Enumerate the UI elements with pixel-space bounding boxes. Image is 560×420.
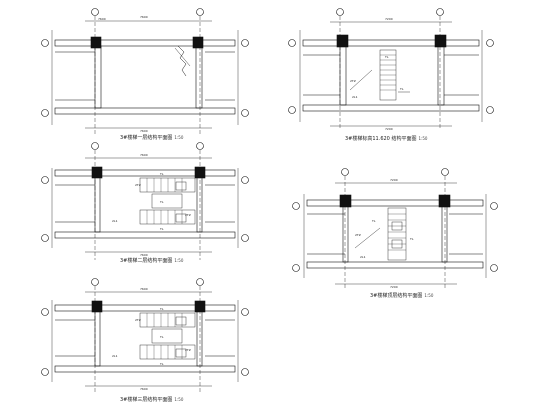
beam-label: TL [159,335,164,339]
dim-label: 7200 [390,285,398,289]
axis-bubble [341,168,349,176]
dim-label: 7600 [140,387,148,391]
axis-bubble [241,234,249,242]
axis-bubble [41,368,49,376]
axis-bubble [490,264,498,272]
plan-4 [292,168,498,290]
caption-text: 3#楼梯标高11.620 结构平面图 [345,136,417,142]
plan-2 [288,8,494,130]
axis-bubble [490,202,498,210]
dim-label: 7600 [140,15,148,19]
axis-bubble [91,278,99,286]
beam-label: 2L1 [360,255,366,259]
beam-label: TL [384,55,389,59]
beam-label: 2L1 [352,95,358,99]
axis-bubble [41,234,49,242]
axis-bubble [41,308,49,316]
axis-bubble [41,39,49,47]
axis-bubble [241,368,249,376]
axis-bubble [196,278,204,286]
axis-bubble [91,8,99,16]
axis-bubble [292,264,300,272]
axis-bubble [196,8,204,16]
plan-3 [41,142,249,260]
dim-label: 7200 [385,17,393,21]
dim-label: 7600 [98,17,106,21]
axis-bubble [241,39,249,47]
dim-label: 7600 [140,253,148,257]
beam-label: 2L1 [112,354,118,358]
axis-bubble [486,106,494,114]
caption-text: 3#楼梯三层结构平面图 [120,397,173,403]
beam-label: TL [371,219,376,223]
axis-bubble [41,176,49,184]
caption-scale: 1:50 [424,293,434,298]
beam-label: 2TZ [135,183,141,187]
axis-bubble [41,109,49,117]
beam-label: TL [159,227,164,231]
axis-bubble [292,202,300,210]
axis-bubble [436,8,444,16]
axis-bubble [91,142,99,150]
caption-text: 3#楼梯顶层结构平面图 [370,293,423,299]
axis-bubble [241,308,249,316]
dim-label: 7200 [390,178,398,182]
beam-label: 2TZ [135,318,141,322]
caption-scale: 1:50 [174,135,184,140]
axis-bubble [288,106,296,114]
beam-label: TL [159,172,164,176]
plan-1 [41,8,249,134]
plan-5 [41,278,249,392]
axis-bubble [241,109,249,117]
axis-bubble [441,168,449,176]
caption-scale: 1:50 [174,258,184,263]
beam-label: 2L1 [112,219,118,223]
beam-label: TL [159,200,164,204]
axis-bubble [241,176,249,184]
beam-label: 2TZ [355,233,361,237]
caption-text: 3#楼梯一层结构平面图 [120,135,173,141]
dim-label: 7200 [385,127,393,131]
dim-label: 7600 [140,287,148,291]
caption-scale: 1:50 [418,136,428,141]
beam-label: 2TZ [185,348,191,352]
axis-bubble [336,8,344,16]
dim-label: 7600 [140,153,148,157]
caption-text: 3#楼梯二层结构平面图 [120,258,173,264]
dim-label: 7600 [140,129,148,133]
axis-bubble [486,39,494,47]
beam-label: TL [159,362,164,366]
beam-label: 2TZ [185,213,191,217]
beam-label: 2TZ [350,79,356,83]
caption-scale: 1:50 [174,397,184,402]
axis-bubble [288,39,296,47]
beam-label: TL [159,307,164,311]
beam-label: TL [409,237,414,241]
beam-label: TL [399,87,404,91]
axis-bubble [196,142,204,150]
